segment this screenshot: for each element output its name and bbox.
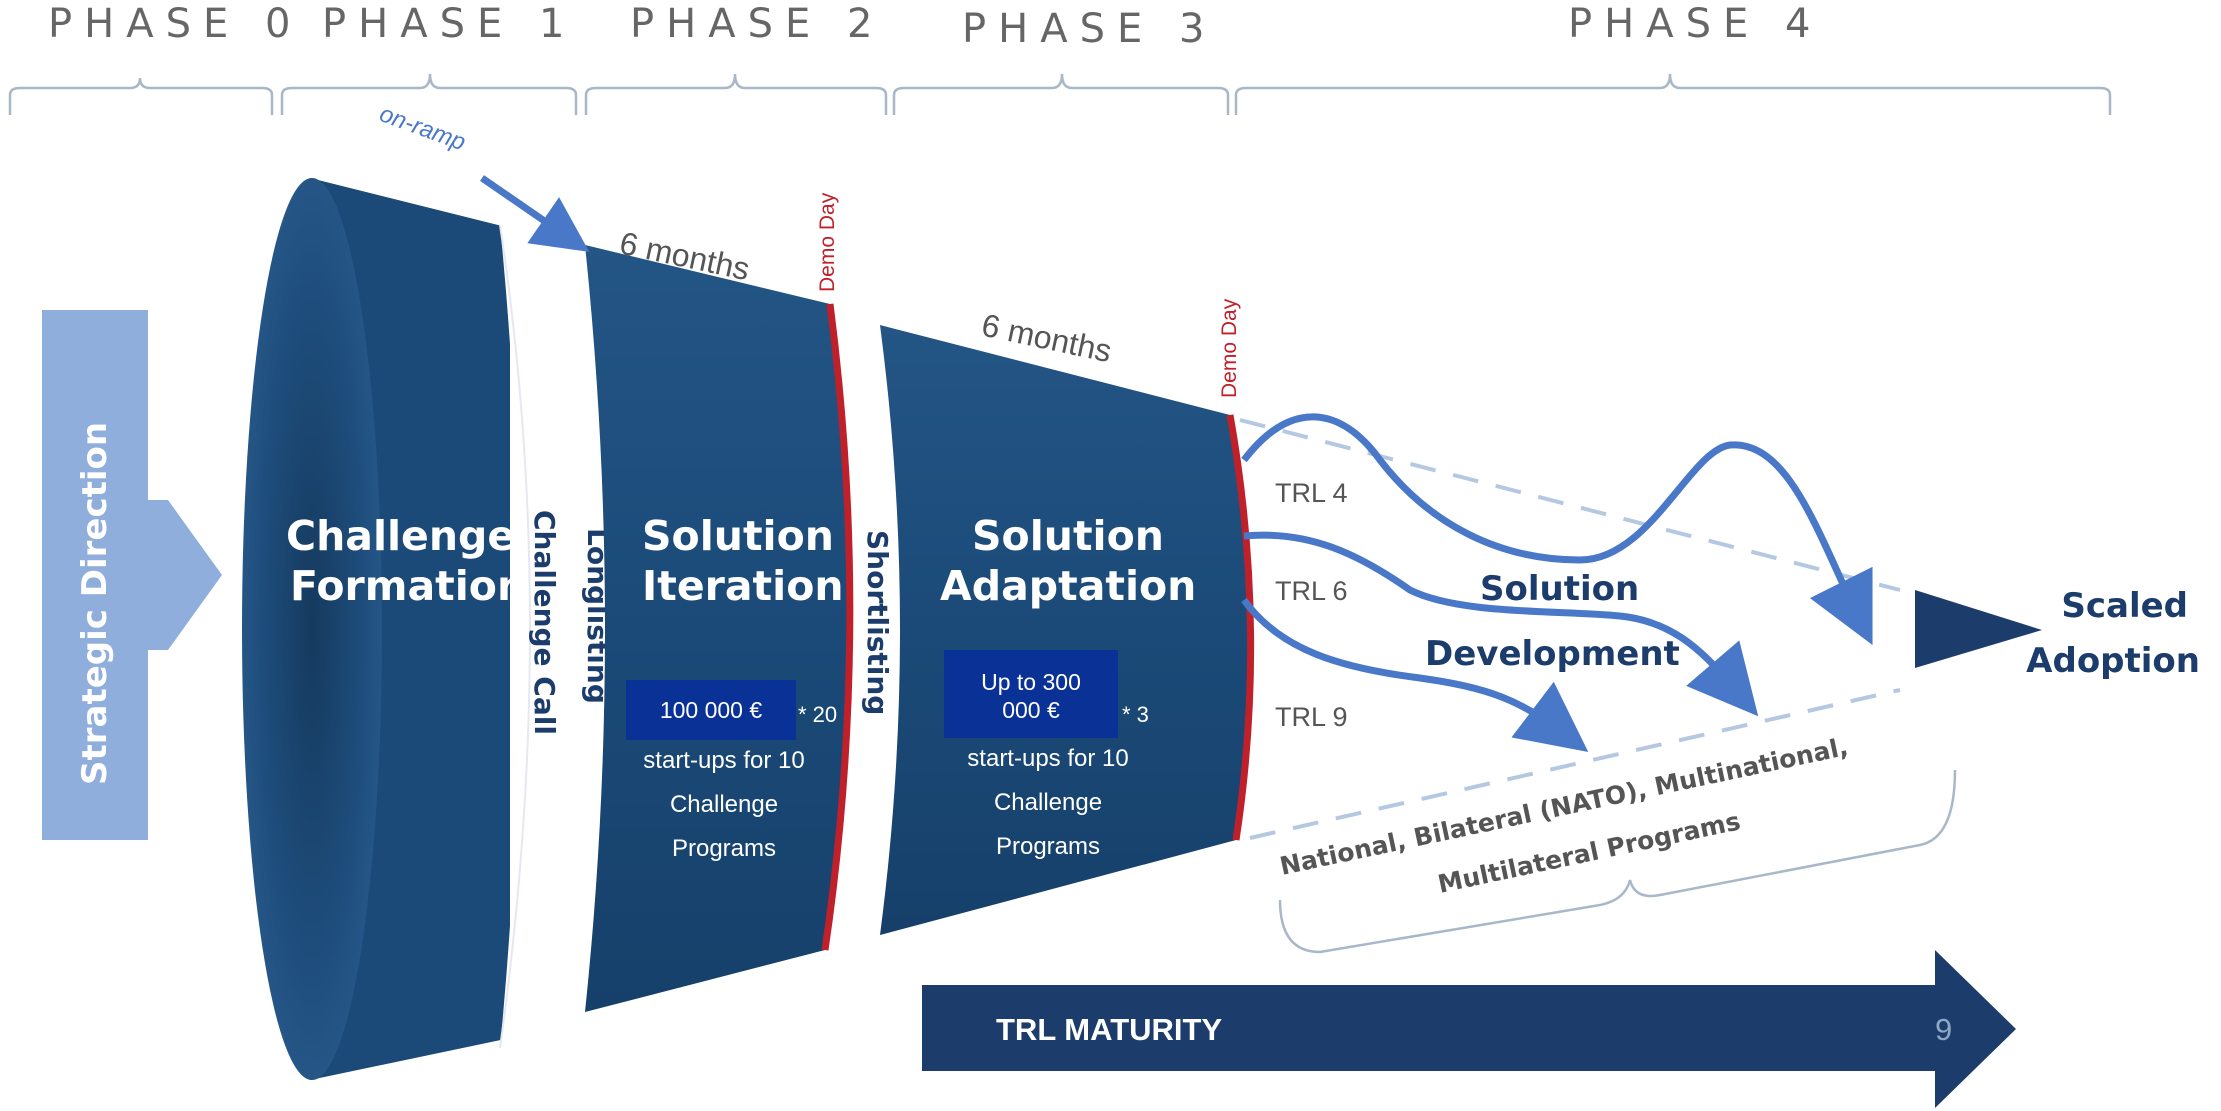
trl-4-label: TRL 4: [1275, 478, 1348, 508]
solution-iteration-title-line1: Solution: [642, 512, 834, 560]
funding-amount-adaptation-line1: Up to 300: [981, 669, 1081, 695]
longlisting-ring-outline: [499, 224, 531, 1049]
shortlisting-ring: Shortlisting: [840, 305, 894, 950]
demo-day-divider-2: [1226, 414, 1255, 841]
demo-day-divider-1: [821, 303, 854, 951]
challenge-formation-section: Challenge Formation: [242, 178, 526, 1080]
solution-iteration-title-line2: Iteration: [642, 562, 844, 610]
scaled-adoption-line1: Scaled: [2061, 586, 2188, 626]
phase-header: PHASE 0 PHASE 1 PHASE 2 PHASE 3 PHASE 4: [48, 1, 1822, 52]
funding-amount-adaptation-line2: 000 €: [1002, 697, 1060, 723]
solution-adaptation-title-line2: Adaptation: [940, 562, 1196, 610]
demo-day-label-2: Demo Day: [1218, 298, 1241, 398]
phase-2-label: PHASE 2: [630, 1, 884, 47]
phase-0-label: PHASE 0: [48, 1, 302, 47]
desc-iteration-line2: Challenge: [670, 791, 778, 818]
strategic-direction-arrow: Strategic Direction: [42, 310, 222, 840]
challenge-formation-title-line2: Formation: [290, 562, 526, 610]
phase-4-section: TRL 4 TRL 6 TRL 9 Solution Development N…: [1239, 413, 1957, 954]
solution-adaptation-body: [880, 325, 1252, 935]
phase-1-brace: [280, 73, 578, 115]
solution-iteration-section: 6 months Demo Day Solution Iteration 100…: [585, 192, 854, 1012]
shortlisting-label: Shortlisting: [861, 530, 894, 715]
trl-6-label: TRL 6: [1275, 576, 1348, 606]
trl4-curve-arrow: [1241, 413, 1873, 646]
multiplier-adaptation: * 3: [1122, 702, 1149, 727]
phase-4-label: PHASE 4: [1568, 1, 1822, 47]
programs-brace: [1278, 769, 1957, 954]
trl6-curve-arrow: [1243, 531, 1759, 717]
solution-development-line1: Solution: [1480, 569, 1639, 609]
phase-0-brace: [8, 77, 274, 115]
funding-box-adaptation: [944, 650, 1118, 738]
dashed-line-lower: [1249, 688, 1901, 840]
phase-4-brace: [1234, 73, 2112, 115]
trl9-curve-arrow: [1241, 597, 1589, 752]
desc-iteration-line3: Programs: [672, 835, 776, 862]
desc-adaptation-line1: start-ups for 10: [967, 745, 1128, 772]
on-ramp-arrow-icon: [480, 175, 590, 252]
arrow-right-icon: [42, 310, 222, 840]
dashed-line-upper: [1239, 418, 1901, 592]
trl-maturity-arrow: TRL MATURITY 9: [922, 950, 2016, 1108]
funding-amount-iteration: 100 000 €: [660, 697, 763, 723]
scaled-adoption-section: Scaled Adoption: [1915, 586, 2200, 681]
challenge-formation-ellipse: [242, 178, 382, 1080]
trl-maturity-arrow-shape: [922, 950, 2016, 1108]
demo-day-label-1: Demo Day: [816, 192, 839, 292]
phase-2-brace: [584, 73, 888, 115]
phase-braces: [8, 73, 2112, 115]
challenge-call-label: Challenge Call: [528, 510, 561, 735]
desc-iteration-line1: start-ups for 10: [643, 747, 804, 774]
strategic-direction-label: Strategic Direction: [75, 422, 115, 785]
solution-iteration-body: [585, 245, 849, 1012]
solution-adaptation-title-line1: Solution: [972, 512, 1164, 560]
funding-box-iteration: [626, 680, 796, 740]
desc-adaptation-line3: Programs: [996, 833, 1100, 860]
multiplier-iteration: * 20: [798, 702, 837, 727]
phase-1-label: PHASE 1: [322, 1, 576, 47]
challenge-formation-title-line1: Challenge: [286, 512, 515, 560]
scaled-adoption-triangle-icon: [1915, 590, 2042, 668]
trl-maturity-label: TRL MATURITY: [996, 1012, 1222, 1047]
solution-adaptation-section: 6 months Demo Day Solution Adaptation Up…: [880, 298, 1255, 935]
trl-9-label: TRL 9: [1275, 702, 1348, 732]
phase-3-brace: [892, 73, 1230, 115]
desc-adaptation-line2: Challenge: [994, 789, 1102, 816]
phase-3-label: PHASE 3: [962, 6, 1216, 52]
on-ramp-label: on-ramp: [376, 100, 469, 156]
shortlisting-ring-shape: [840, 305, 885, 950]
trl-maturity-value: 9: [1935, 1012, 1952, 1047]
solution-development-line2: Development: [1425, 634, 1680, 674]
scaled-adoption-line2: Adoption: [2026, 641, 2200, 681]
